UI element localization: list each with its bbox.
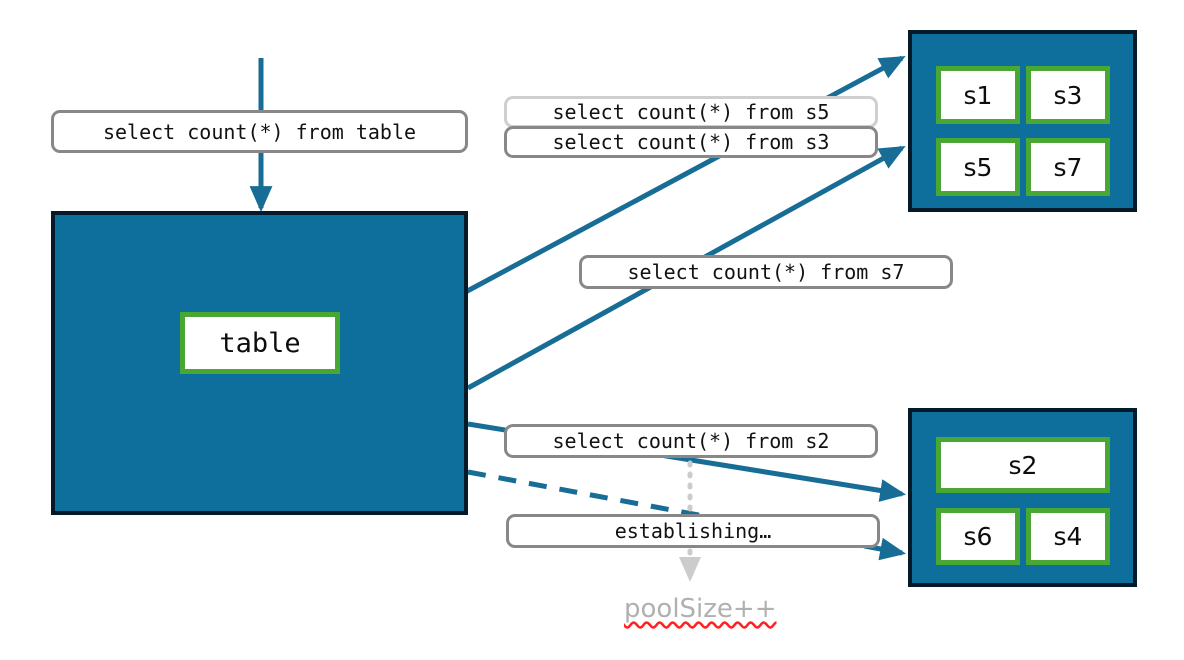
query-pill-s2[interactable]: select count(*) from s2	[504, 424, 878, 458]
server-node-s6[interactable]: s6	[936, 508, 1020, 565]
query-pill-s5[interactable]: select count(*) from s5	[504, 96, 878, 128]
server-node-s4[interactable]: s4	[1026, 508, 1110, 565]
server-node-s2[interactable]: s2	[936, 437, 1110, 493]
poolsize-note-label: poolSize++	[624, 594, 777, 624]
server-node-s7-label: s7	[1053, 152, 1083, 182]
query-pill-table[interactable]: select count(*) from table	[51, 110, 468, 153]
server-node-s6-label: s6	[963, 522, 993, 551]
server-node-s5-label: s5	[963, 152, 993, 182]
server-node-s1-label: s1	[963, 80, 993, 110]
table-node-label: table	[219, 327, 301, 359]
query-pill-s5-label: select count(*) from s5	[552, 100, 830, 124]
table-node[interactable]: table	[180, 312, 340, 374]
query-pill-s2-label: select count(*) from s2	[552, 429, 830, 453]
query-pill-s3-label: select count(*) from s3	[552, 130, 830, 154]
server-node-s4-label: s4	[1053, 522, 1083, 551]
server-node-s5[interactable]: s5	[936, 138, 1020, 196]
query-pill-table-label: select count(*) from table	[102, 119, 417, 144]
poolsize-note: poolSize++	[624, 594, 776, 624]
server-node-s3-label: s3	[1053, 80, 1083, 110]
server-node-s1[interactable]: s1	[936, 66, 1020, 124]
status-pill-establishing-label: establishing…	[614, 519, 772, 543]
server-node-s2-label: s2	[1008, 450, 1038, 480]
status-pill-establishing[interactable]: establishing…	[506, 514, 880, 548]
server-node-s7[interactable]: s7	[1026, 138, 1110, 196]
query-pill-s7-label: select count(*) from s7	[627, 260, 905, 284]
query-pill-s3[interactable]: select count(*) from s3	[504, 126, 878, 158]
server-node-s3[interactable]: s3	[1026, 66, 1110, 124]
query-pill-s7[interactable]: select count(*) from s7	[579, 255, 953, 289]
